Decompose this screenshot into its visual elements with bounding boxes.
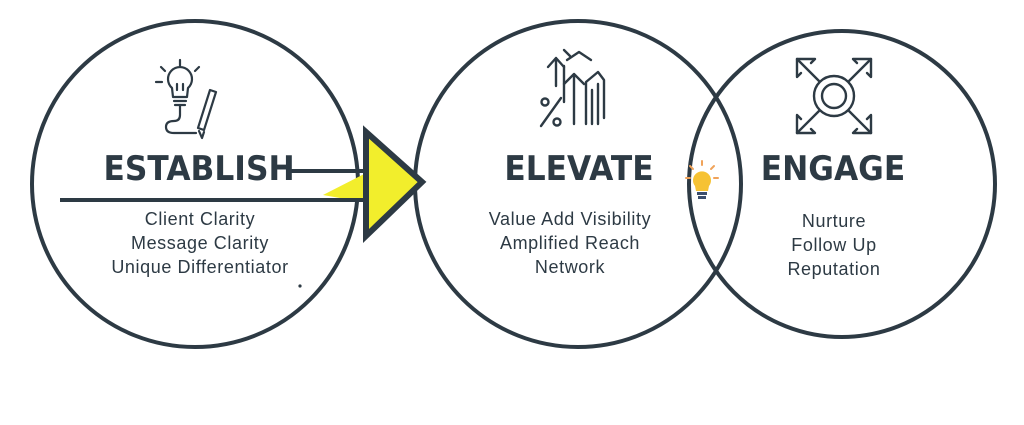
growth-percent-arrows-icon	[539, 48, 606, 128]
list-item: Unique Differentiator	[111, 257, 289, 277]
list-item: Amplified Reach	[499, 233, 641, 253]
establish-items: Client Clarity Message Clarity Unique Di…	[90, 207, 310, 279]
list-item: Follow Up	[791, 235, 877, 255]
list-item: Reputation	[787, 259, 881, 279]
arrow-head	[363, 125, 427, 244]
engage-title: ENGAGE	[760, 149, 906, 189]
elevate-title: ELEVATE	[504, 149, 654, 189]
expand-arrows-icon	[795, 57, 873, 135]
stray-dot	[298, 284, 302, 288]
elevate-items: Value Add Visibility Amplified Reach Net…	[460, 207, 680, 279]
lightbulb-pencil-icon	[154, 58, 218, 140]
list-item: Message Clarity	[130, 233, 270, 253]
list-item: Nurture	[801, 211, 867, 231]
list-item: Network	[534, 257, 606, 277]
engage-items: Nurture Follow Up Reputation	[764, 209, 904, 281]
arrow-accent-fill	[323, 172, 368, 203]
list-item: Client Clarity	[144, 209, 256, 229]
list-item: Value Add Visibility	[488, 209, 652, 229]
engage-circle	[687, 29, 997, 339]
lightbulb-color-icon	[685, 160, 719, 199]
establish-title: ESTABLISH	[103, 149, 295, 189]
